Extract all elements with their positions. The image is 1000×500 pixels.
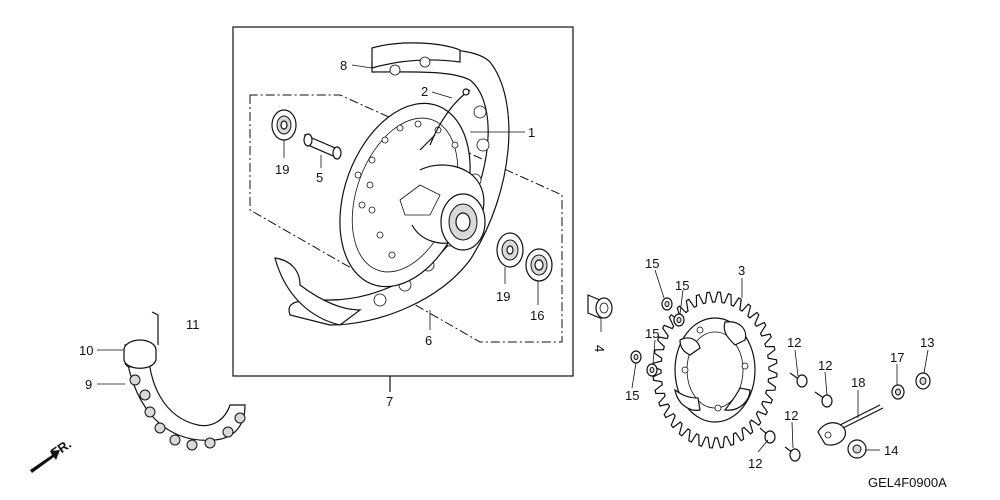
- driven-sprocket: [652, 291, 778, 449]
- callout-12-a: 12: [787, 335, 801, 350]
- callout-15-c: 15: [645, 326, 659, 341]
- callout-17: 17: [890, 350, 904, 365]
- bearing-left: [271, 109, 297, 141]
- callout-3: 3: [738, 263, 745, 278]
- rim-band: [151, 311, 159, 345]
- callout-15-d: 15: [625, 388, 639, 403]
- callout-15-b: 15: [675, 278, 689, 293]
- bearing-right: [496, 232, 524, 268]
- diagram-code: GEL4F0900A: [868, 475, 947, 490]
- wheel-assembly-frame: [232, 26, 574, 377]
- callout-8: 8: [340, 58, 347, 73]
- hub: [339, 102, 486, 288]
- callout-12-b: 12: [818, 358, 832, 373]
- callout-12-c: 12: [784, 408, 798, 423]
- callout-6: 6: [425, 333, 432, 348]
- callout-2: 2: [421, 84, 428, 99]
- sub-assembly-outline: [249, 94, 563, 343]
- callout-9: 9: [85, 377, 92, 392]
- sprocket-nuts: [630, 297, 685, 377]
- callout-19-right: 19: [496, 289, 510, 304]
- callout-12-d: 12: [748, 456, 762, 471]
- callout-1: 1: [528, 125, 535, 140]
- callout-7: 7: [386, 394, 393, 409]
- spoke: [419, 88, 471, 151]
- callout-16: 16: [530, 308, 544, 323]
- distance-collar: [303, 133, 342, 160]
- callout-18: 18: [851, 375, 865, 390]
- callout-10: 10: [79, 343, 93, 358]
- front-direction-arrow: [30, 450, 60, 473]
- callout-15-a: 15: [645, 256, 659, 271]
- callout-4: 4: [592, 345, 607, 352]
- callout-19-left: 19: [275, 162, 289, 177]
- oil-seal: [525, 248, 553, 282]
- tube: [123, 339, 157, 369]
- chain-adjuster: [817, 372, 931, 459]
- leader-lines: [97, 64, 929, 453]
- sprocket-bolts: [759, 372, 833, 462]
- callout-5: 5: [316, 170, 323, 185]
- callout-13: 13: [920, 335, 934, 350]
- callout-11: 11: [186, 317, 200, 332]
- side-collar: [587, 294, 613, 332]
- tire: [124, 344, 246, 451]
- callout-14: 14: [884, 443, 898, 458]
